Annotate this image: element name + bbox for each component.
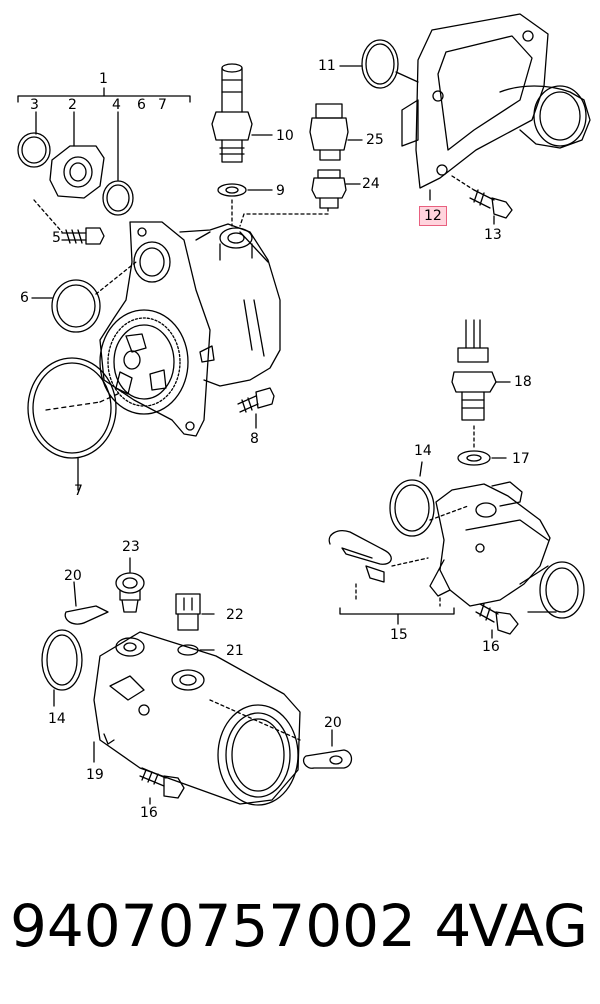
- parts-diagram: 1 2 3 4 6 7 5 6 7 8 9 10 11 12 13 14 14 …: [17, 13, 591, 821]
- temperature-sensor-18: [451, 319, 511, 421]
- callout-10: 10: [276, 128, 294, 144]
- o-ring-4: [102, 180, 134, 216]
- plug-part-23: [115, 557, 145, 613]
- callout-12-highlighted[interactable]: 12: [419, 206, 447, 226]
- coolant-housing-19: [93, 631, 301, 806]
- bolt-part-5: [33, 199, 105, 245]
- pipe-fitting-10: [211, 63, 273, 163]
- brand-label: VAG: [468, 892, 588, 960]
- bolt-part-16-lower: [139, 767, 185, 805]
- group-bracket-1: [17, 87, 191, 103]
- callout-6: 6: [20, 290, 29, 306]
- callout-1: 1: [99, 71, 108, 87]
- callout-13: 13: [484, 227, 502, 243]
- gasket-ring-7: [27, 357, 117, 459]
- callout-25: 25: [366, 132, 384, 148]
- callout-20-left: 20: [64, 568, 82, 584]
- callout-7-top: 7: [158, 97, 167, 113]
- callout-2: 2: [68, 97, 77, 113]
- bolt-part-16-upper: [475, 603, 519, 639]
- callout-17: 17: [512, 451, 530, 467]
- callout-24: 24: [362, 176, 380, 192]
- washer-part-9: [217, 183, 247, 197]
- callout-9: 9: [276, 183, 285, 199]
- hose-clip: [328, 530, 429, 583]
- fitting-part-24: [239, 169, 361, 227]
- callout-21: 21: [226, 643, 244, 659]
- part-number: 94070757002 4: [10, 892, 472, 960]
- callout-8: 8: [250, 431, 259, 447]
- callout-14-upper: 14: [414, 443, 432, 459]
- callout-15: 15: [390, 627, 408, 643]
- sensor-part-22: [175, 593, 215, 631]
- callout-16-lower: 16: [140, 805, 158, 821]
- footer: 94070757002 4 VAG: [0, 888, 600, 968]
- callout-6-top: 6: [137, 97, 146, 113]
- o-ring-14-upper: [389, 479, 435, 537]
- seal-ring-17: [457, 450, 491, 466]
- flange-part-2: [49, 111, 105, 199]
- callout-7: 7: [74, 483, 83, 499]
- o-ring-14-lower: [41, 629, 83, 691]
- o-ring-6: [51, 279, 101, 333]
- callout-23: 23: [122, 539, 140, 555]
- retaining-clip-20-right: [302, 729, 353, 769]
- switch-part-25: [309, 103, 363, 161]
- callout-14-lower: 14: [48, 711, 66, 727]
- coolant-housing-15: [429, 481, 585, 619]
- callout-19: 19: [86, 767, 104, 783]
- callout-11: 11: [318, 58, 336, 74]
- drive-gear: [99, 309, 189, 415]
- group-bracket-15: [339, 583, 455, 625]
- callout-22: 22: [226, 607, 244, 623]
- vacuum-pump-body: [99, 221, 281, 437]
- callout-4: 4: [112, 97, 121, 113]
- coolant-flange-12: [401, 13, 591, 201]
- bolt-part-13: [451, 175, 513, 225]
- callout-20-right: 20: [324, 715, 342, 731]
- bolt-part-8: [237, 387, 275, 429]
- callout-5: 5: [52, 230, 61, 246]
- o-ring-3: [17, 132, 51, 168]
- callout-3: 3: [30, 97, 39, 113]
- retaining-clip-20-left: [64, 581, 109, 625]
- callout-18: 18: [514, 374, 532, 390]
- o-ring-11: [361, 39, 399, 89]
- callout-16-upper: 16: [482, 639, 500, 655]
